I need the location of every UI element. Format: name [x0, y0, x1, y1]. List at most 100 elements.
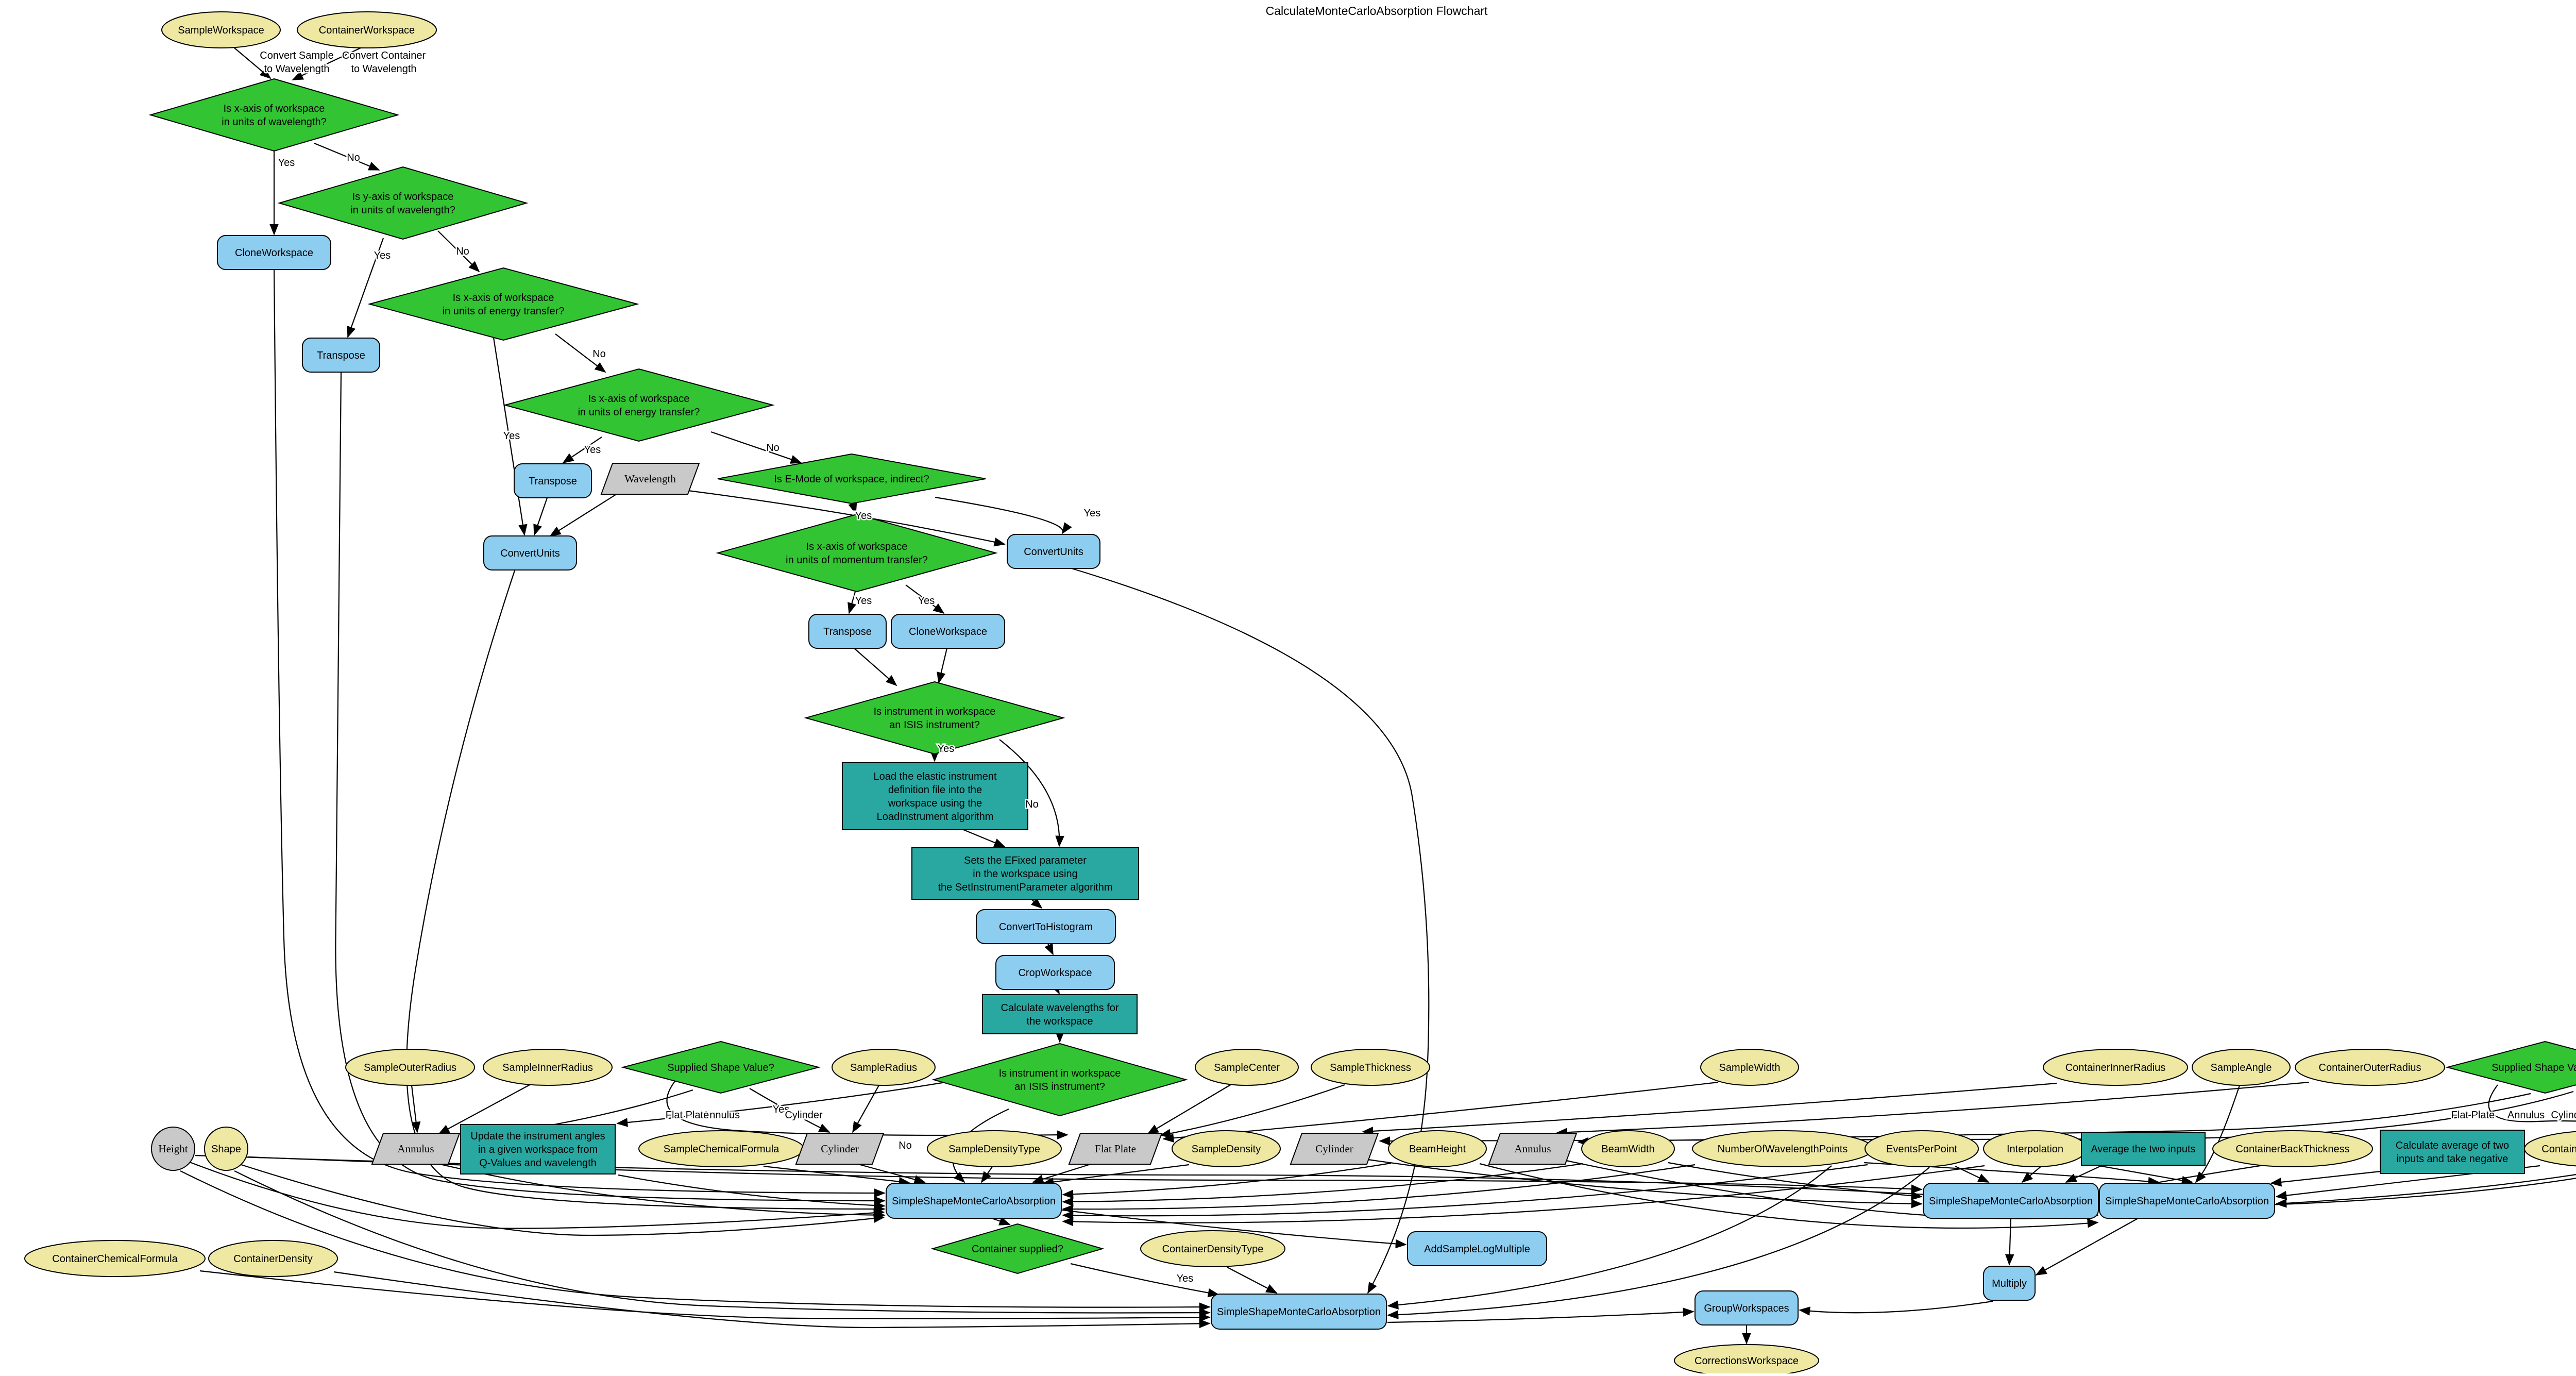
node-label-container-workspace: ContainerWorkspace — [319, 25, 415, 36]
edge-label-e36: Annulus — [703, 1110, 740, 1121]
edge-d-y-wavelength-to-d-x-energy-1 — [437, 230, 480, 273]
node-label-clone-workspace-2: CloneWorkspace — [909, 626, 987, 637]
edge-d-x-wavelength-to-d-y-wavelength — [314, 142, 380, 171]
edge-label-e06: No — [456, 246, 469, 257]
edge-d-x-energy-1-to-d-x-energy-2 — [555, 333, 606, 373]
edge-label-e67: Flat Plate — [2451, 1110, 2495, 1121]
edge-shape-input-to-ssmca-1 — [241, 1164, 885, 1236]
node-container-inner-radius: ContainerInnerRadius — [2043, 1049, 2188, 1086]
node-label-interpolation: Interpolation — [2007, 1144, 2063, 1155]
node-label-annulus-value-2: Annulus — [1514, 1143, 1551, 1155]
node-label-group-workspaces: GroupWorkspaces — [1704, 1303, 1789, 1314]
node-container-supplied: Container supplied? — [930, 1223, 1105, 1274]
node-ssmca-1: SimpleShapeMonteCarloAbsorption — [886, 1183, 1062, 1219]
edge-interpolation-to-ssmca-2 — [2021, 1166, 2042, 1183]
edge-flat-plate-value-2-to-ssmca-3 — [2275, 1173, 2576, 1208]
edge-sample-inner-radius-to-annulus-value-1 — [438, 1084, 531, 1134]
edge-container-outer-radius-to-annulus-value-2 — [1556, 1081, 2310, 1137]
node-container-workspace: ContainerWorkspace — [297, 11, 437, 48]
node-label-height-value: Height — [158, 1143, 188, 1155]
node-label-container-outer-radius: ContainerOuterRadius — [2319, 1062, 2421, 1073]
edge-sample-chemical-formula-to-ssmca-1 — [763, 1165, 910, 1186]
edge-shape-input-to-ssmca-4 — [234, 1170, 1211, 1317]
node-label-beam-width: BeamWidth — [1601, 1144, 1654, 1155]
edge-calc-average-negative-to-ssmca-3 — [2270, 1169, 2395, 1187]
edge-transpose-2-to-convert-units-1 — [533, 497, 548, 536]
edge-crop-workspace-to-calc-wavelengths — [1050, 982, 1060, 995]
edge-interpolation-to-ssmca-1 — [1062, 1165, 1985, 1227]
node-events-per-point: EventsPerPoint — [1865, 1130, 1979, 1167]
node-container-back-thickness: ContainerBackThickness — [2212, 1130, 2373, 1167]
node-label-wavelength-value: Wavelength — [624, 473, 676, 485]
node-flat-plate-value-1: Flat Plate — [1068, 1133, 1163, 1165]
node-label-sample-chemical-formula: SampleChemicalFormula — [664, 1144, 779, 1155]
node-d-supplied-shape-1: Supplied Shape Value? — [621, 1041, 821, 1094]
edge-sample-center-to-flat-plate-value-1 — [1147, 1084, 1232, 1134]
node-height-value: Height — [151, 1127, 195, 1171]
node-label-container-chemical-formula: ContainerChemicalFormula — [52, 1253, 178, 1265]
node-label-container-inner-radius: ContainerInnerRadius — [2065, 1062, 2166, 1073]
node-label-container-supplied: Container supplied? — [972, 1244, 1063, 1255]
node-sample-width: SampleWidth — [1700, 1049, 1799, 1086]
edge-ssmca-4-to-group-workspaces — [1387, 1307, 1694, 1323]
node-container-density: ContainerDensity — [208, 1240, 338, 1277]
node-interpolation: Interpolation — [1983, 1130, 2087, 1167]
edge-label-e37: Cylinder — [785, 1110, 823, 1121]
node-transpose-2: Transpose — [514, 463, 592, 498]
edge-label-e05: Yes — [374, 250, 391, 261]
node-annulus-value-1: Annulus — [371, 1133, 461, 1165]
node-label-beam-height: BeamHeight — [1409, 1144, 1466, 1155]
node-corrections-workspace: CorrectionsWorkspace — [1674, 1344, 1819, 1376]
edge-convert-units-2-to-ssmca-4 — [1071, 567, 1430, 1294]
node-d-emode-indirect: Is E-Mode of workspace, indirect? — [717, 453, 986, 505]
edge-height-value-to-ssmca-4 — [180, 1170, 1211, 1312]
edge-beam-width-to-ssmca-1 — [1062, 1163, 1583, 1206]
edge-d-emode-indirect-to-convert-units-2 — [935, 496, 1072, 534]
node-label-transpose-1: Transpose — [317, 350, 365, 361]
edge-convert-to-histogram-to-crop-workspace — [1044, 943, 1054, 955]
node-wavelength-value: Wavelength — [600, 463, 700, 495]
node-sample-workspace: SampleWorkspace — [161, 11, 281, 48]
edge-d-supplied-shape-2-to-flat-plate-value-2 — [2488, 1084, 2576, 1122]
node-container-front-thickness: ContainerFrontThickness — [2524, 1131, 2576, 1167]
node-d-supplied-shape-2: Supplied Shape Value? — [2445, 1041, 2576, 1094]
edge-interpolation-to-ssmca-3 — [2081, 1162, 2193, 1185]
node-label-ssmca-4: SimpleShapeMonteCarloAbsorption — [1217, 1306, 1381, 1318]
node-container-density-type: ContainerDensityType — [1140, 1230, 1285, 1267]
node-sample-radius: SampleRadius — [832, 1049, 936, 1086]
node-label-annulus-value-1: Annulus — [397, 1143, 434, 1155]
node-convert-units-2: ConvertUnits — [1007, 534, 1100, 569]
edge-label-e20: Yes — [938, 743, 955, 754]
edge-label-e68: Annulus — [2507, 1110, 2545, 1121]
edge-number-of-wavelength-points-to-ssmca-4 — [1387, 1165, 1832, 1310]
node-label-number-of-wavelength-points: NumberOfWavelengthPoints — [1718, 1144, 1848, 1155]
edge-container-inner-radius-to-cylinder-value-2 — [1362, 1082, 2057, 1136]
edge-transpose-3-to-d-isis-1 — [854, 648, 897, 686]
node-clone-workspace-2: CloneWorkspace — [891, 614, 1005, 649]
node-cylinder-value-2: Cylinder — [1290, 1133, 1379, 1165]
node-sample-center: SampleCenter — [1195, 1049, 1299, 1086]
edge-wavelength-value-to-convert-units-1 — [549, 493, 618, 536]
edge-transpose-1-to-ssmca-1 — [335, 372, 886, 1205]
node-label-d-supplied-shape-2: Supplied Shape Value? — [2492, 1062, 2576, 1073]
edge-d-x-energy-2-to-transpose-2 — [562, 437, 602, 463]
edge-label-e09: Yes — [584, 444, 601, 456]
node-sample-density-type: SampleDensityType — [927, 1130, 1062, 1167]
node-label-ssmca-3: SimpleShapeMonteCarloAbsorption — [2105, 1196, 2269, 1207]
edge-number-of-wavelength-points-to-ssmca-1 — [1062, 1164, 1696, 1214]
node-beam-width: BeamWidth — [1581, 1130, 1675, 1167]
